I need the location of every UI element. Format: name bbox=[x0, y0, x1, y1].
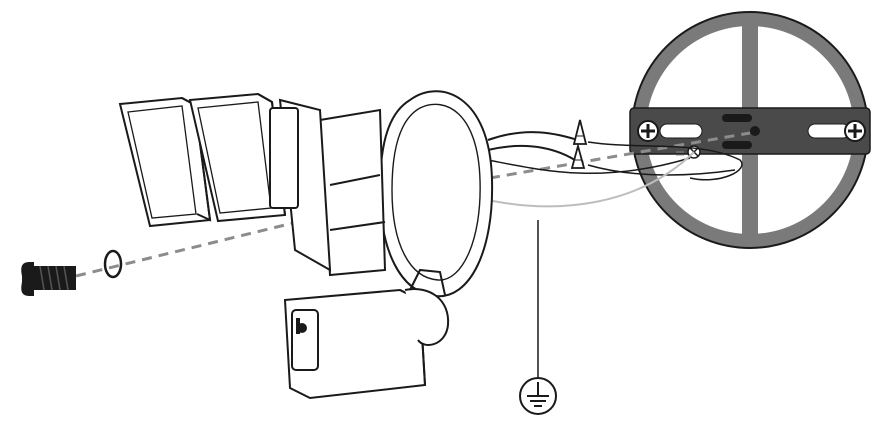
light-base-housing bbox=[278, 90, 494, 298]
screw-icon bbox=[21, 262, 76, 296]
twin-flood-light-heads bbox=[118, 92, 299, 228]
lamp-head-left-icon bbox=[118, 96, 212, 228]
wire-nut-lower-icon bbox=[570, 142, 586, 169]
motion-sensor bbox=[283, 268, 450, 400]
o-ring-washer bbox=[103, 249, 123, 279]
ground-icon bbox=[519, 377, 557, 415]
bracket-screw-left-icon bbox=[637, 120, 659, 142]
wire-nut-upper-icon bbox=[572, 119, 588, 145]
bracket-screw-right-icon bbox=[844, 120, 866, 142]
ring-icon bbox=[103, 249, 123, 279]
mounting-bracket bbox=[629, 107, 871, 159]
supply-wires bbox=[487, 131, 743, 208]
install-axis bbox=[75, 131, 751, 278]
sensor-icon bbox=[283, 288, 427, 400]
mounting-screw bbox=[21, 262, 76, 296]
